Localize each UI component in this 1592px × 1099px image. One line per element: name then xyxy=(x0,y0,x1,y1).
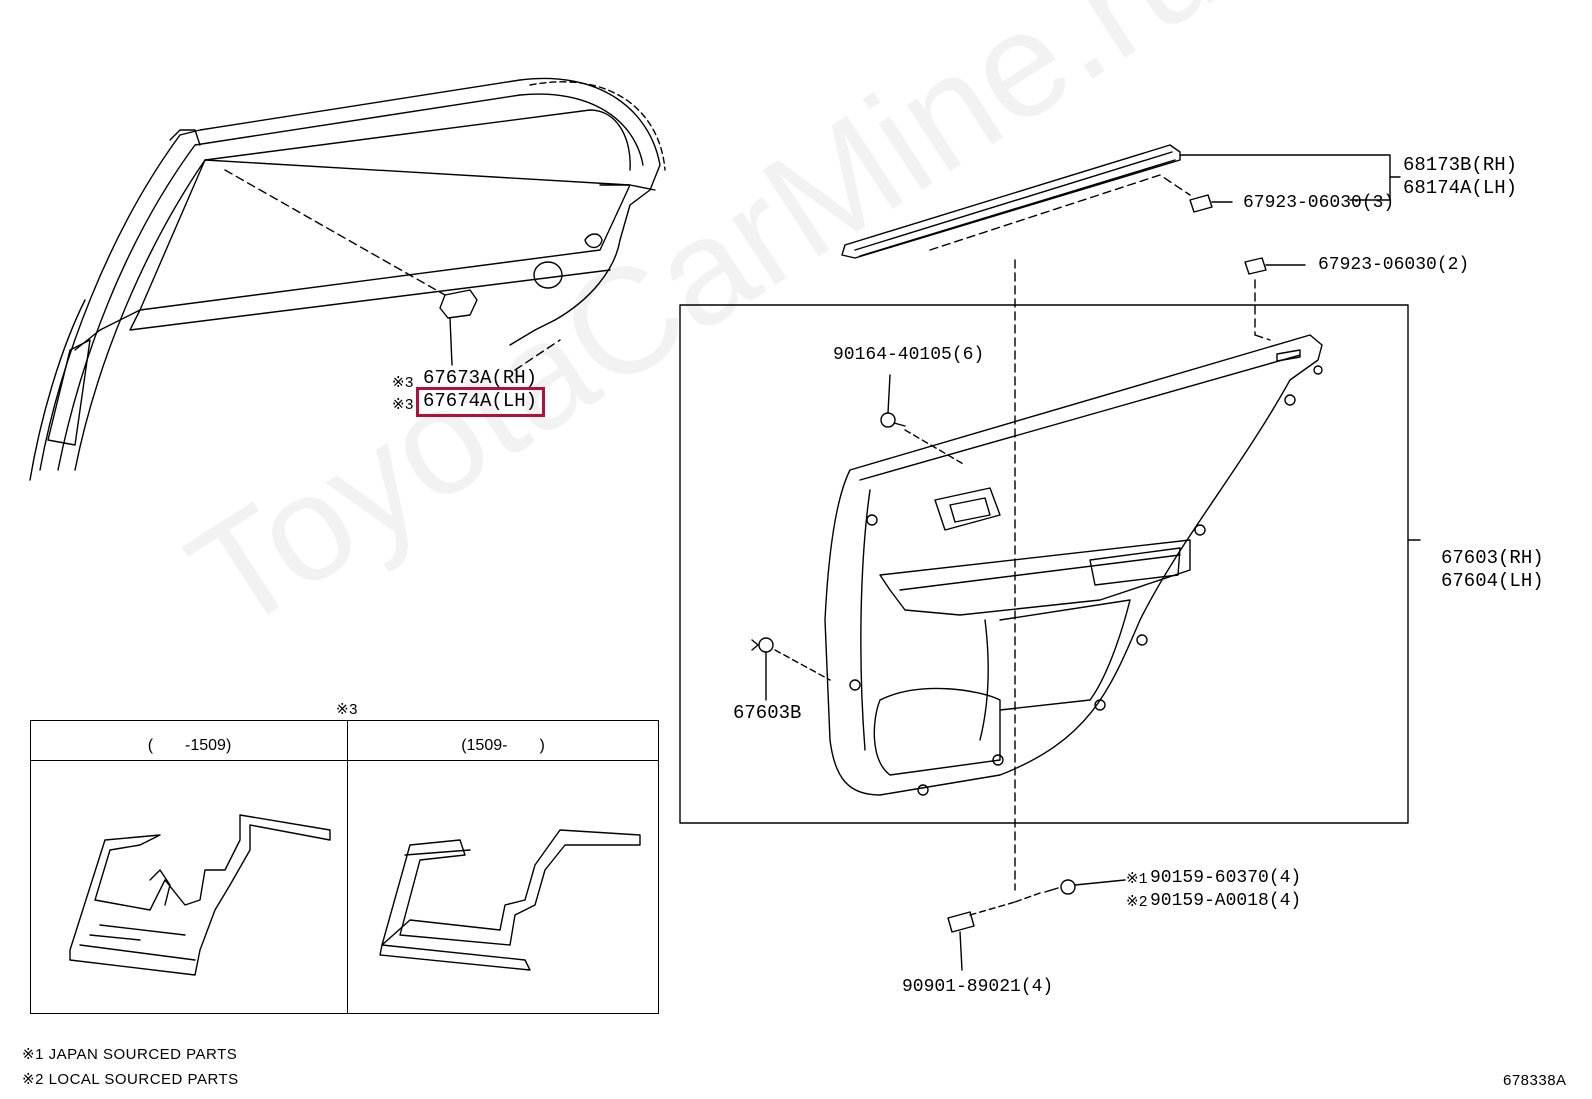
diagram-id: 678338A xyxy=(1503,1072,1567,1089)
inset-panel: ( -1509) (1509- ) xyxy=(30,720,659,1014)
clip-67603b-label[interactable]: 67603B xyxy=(733,702,802,724)
highlighted-part-box xyxy=(416,387,545,417)
inset-left-column xyxy=(31,721,348,1013)
bolt-drawing xyxy=(1014,879,1126,903)
inset-right-drawing xyxy=(379,829,641,971)
bolt-1-mark: ※1 xyxy=(1126,871,1148,888)
glass-run-rh-label[interactable]: 67673A(RH) xyxy=(423,367,538,389)
clip-a-label[interactable]: 67923-06030(3) xyxy=(1243,193,1395,213)
clip-67603b-drawing xyxy=(751,637,831,701)
clip-b-label[interactable]: 67923-06030(2) xyxy=(1318,255,1470,275)
inset-right-caption: (1509- ) xyxy=(461,737,545,754)
footnote-japan: ※1 JAPAN SOURCED PARTS xyxy=(22,1046,238,1063)
belt-rh-label[interactable]: 68173B(RH) xyxy=(1403,154,1518,176)
retainer-label[interactable]: 90901-89021(4) xyxy=(902,977,1054,997)
glass-run-lh-label[interactable]: 67674A(LH) xyxy=(423,390,538,412)
trim-rh-label[interactable]: 67603(RH) xyxy=(1441,547,1544,569)
glass-run-mark-2: ※3 xyxy=(392,397,414,414)
inset-left-drawing xyxy=(69,814,331,976)
door-trim-drawing xyxy=(824,259,1323,891)
screw-drawing xyxy=(880,374,966,466)
door-frame-drawing xyxy=(29,77,666,481)
glass-run-part xyxy=(224,169,561,371)
inset-left-header: ( -1509) xyxy=(31,721,348,761)
inset-left-caption: ( -1509) xyxy=(147,737,232,754)
footnote-local: ※2 LOCAL SOURCED PARTS xyxy=(22,1071,239,1088)
bolt-2-label[interactable]: 90159-A0018(4) xyxy=(1150,891,1302,911)
inset-right-header: (1509- ) xyxy=(348,721,658,761)
trim-lh-label[interactable]: 67604(LH) xyxy=(1441,570,1544,592)
belt-lh-label[interactable]: 68174A(LH) xyxy=(1403,177,1518,199)
inset-mark: ※3 xyxy=(336,701,358,718)
bolt-1-label[interactable]: 90159-60370(4) xyxy=(1150,868,1302,888)
retainer-drawing xyxy=(947,901,1016,971)
bolt-2-mark: ※2 xyxy=(1126,894,1148,911)
trim-box xyxy=(679,304,1409,824)
clip-drawings xyxy=(1189,194,1306,341)
belt-moulding-drawing xyxy=(841,144,1401,259)
glass-run-mark-1: ※3 xyxy=(392,375,414,392)
screw-label[interactable]: 90164-40105(6) xyxy=(833,345,985,365)
